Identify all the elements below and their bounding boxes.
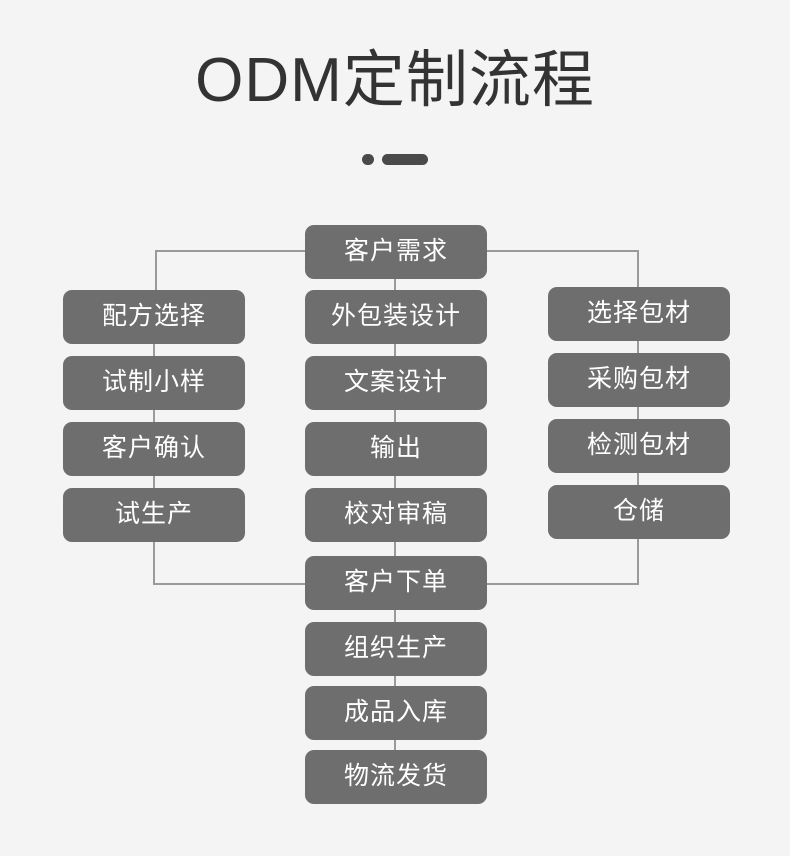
edge-r3-r4 bbox=[637, 473, 639, 485]
node-formula-selection[interactable]: 配方选择 bbox=[63, 290, 245, 344]
node-customer-confirmation[interactable]: 客户确认 bbox=[63, 422, 245, 476]
title-divider bbox=[0, 152, 790, 166]
edge-e1-e2 bbox=[394, 674, 396, 686]
edge-l4-to-merge-vertical bbox=[153, 542, 155, 583]
edge-r4-to-merge-vertical bbox=[637, 539, 639, 583]
edge-r4-to-merge-horizontal bbox=[485, 583, 639, 585]
edge-e2-e3 bbox=[394, 738, 396, 750]
divider-dash-icon bbox=[382, 153, 428, 165]
edge-m2-m3 bbox=[394, 410, 396, 422]
node-inspect-packaging-material[interactable]: 检测包材 bbox=[548, 419, 730, 473]
node-label: 仓储 bbox=[612, 496, 665, 525]
node-label: 选择包材 bbox=[586, 298, 691, 327]
edge-start-to-right-horizontal bbox=[485, 250, 638, 252]
edge-start-to-left-horizontal bbox=[155, 250, 307, 252]
node-label: 客户确认 bbox=[101, 433, 206, 462]
page-title: ODM定制流程 bbox=[195, 46, 595, 115]
edge-l1-l2 bbox=[153, 344, 155, 356]
node-label: 成品入库 bbox=[343, 697, 448, 726]
edge-l2-l3 bbox=[153, 410, 155, 422]
edge-r1-r2 bbox=[637, 341, 639, 353]
edge-m3-m4 bbox=[394, 476, 396, 488]
edge-start-to-left-vertical bbox=[155, 250, 157, 290]
edge-start-stub bbox=[394, 278, 396, 290]
node-trial-sample[interactable]: 试制小样 bbox=[63, 356, 245, 410]
node-label: 配方选择 bbox=[101, 301, 206, 330]
edge-r2-r3 bbox=[637, 407, 639, 419]
node-label: 输出 bbox=[369, 433, 422, 462]
node-label: 外包装设计 bbox=[330, 301, 461, 330]
node-proofreading-review[interactable]: 校对审稿 bbox=[305, 488, 487, 542]
divider-dot-icon bbox=[362, 153, 374, 165]
node-label: 组织生产 bbox=[343, 633, 448, 662]
node-warehousing[interactable]: 仓储 bbox=[548, 485, 730, 539]
node-select-packaging-material[interactable]: 选择包材 bbox=[548, 287, 730, 341]
node-logistics-shipping[interactable]: 物流发货 bbox=[305, 750, 487, 804]
edge-m4-merge bbox=[394, 542, 396, 556]
node-customer-order[interactable]: 客户下单 bbox=[305, 556, 487, 610]
node-finished-goods-warehousing[interactable]: 成品入库 bbox=[305, 686, 487, 740]
node-label: 采购包材 bbox=[586, 364, 691, 393]
edge-l4-to-merge-horizontal bbox=[153, 583, 307, 585]
edge-l3-l4 bbox=[153, 476, 155, 488]
node-label: 物流发货 bbox=[343, 761, 448, 790]
node-label: 试生产 bbox=[114, 499, 193, 528]
node-label: 客户需求 bbox=[343, 236, 448, 265]
node-copywriting-design[interactable]: 文案设计 bbox=[305, 356, 487, 410]
node-trial-production[interactable]: 试生产 bbox=[63, 488, 245, 542]
node-label: 文案设计 bbox=[343, 367, 448, 396]
node-output[interactable]: 输出 bbox=[305, 422, 487, 476]
node-label: 客户下单 bbox=[343, 567, 448, 596]
node-outer-packaging-design[interactable]: 外包装设计 bbox=[305, 290, 487, 344]
node-purchase-packaging-material[interactable]: 采购包材 bbox=[548, 353, 730, 407]
node-label: 试制小样 bbox=[101, 367, 206, 396]
node-customer-requirement[interactable]: 客户需求 bbox=[305, 225, 487, 279]
edge-m1-m2 bbox=[394, 344, 396, 356]
node-label: 检测包材 bbox=[586, 430, 691, 459]
node-organize-production[interactable]: 组织生产 bbox=[305, 622, 487, 676]
edge-start-to-right-vertical bbox=[637, 250, 639, 290]
edge-merge-e1 bbox=[394, 610, 396, 622]
node-label: 校对审稿 bbox=[343, 499, 448, 528]
